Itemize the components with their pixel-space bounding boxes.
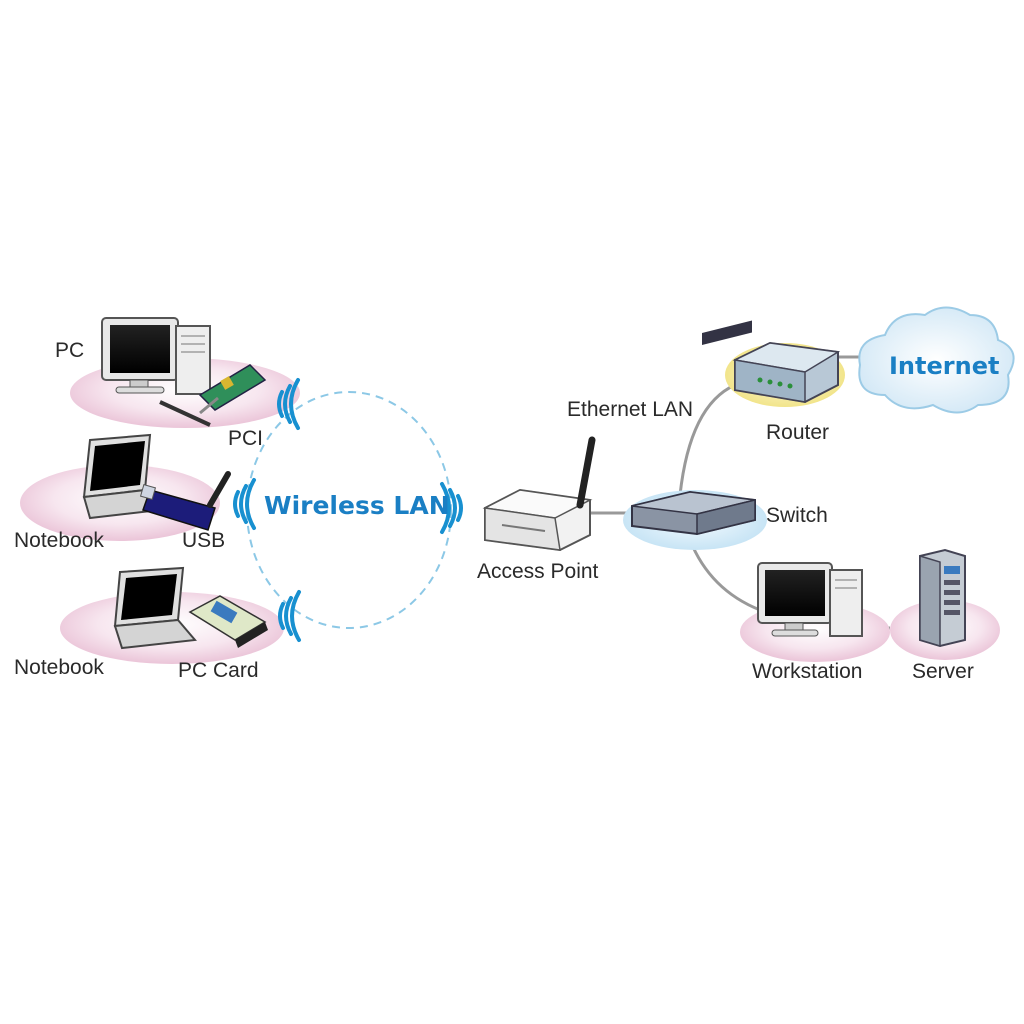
workstation-icon bbox=[757, 562, 863, 637]
switch-icon bbox=[623, 320, 767, 550]
server-icon bbox=[919, 548, 966, 648]
label-workstation: Workstation bbox=[752, 660, 863, 683]
pc-card-icon bbox=[188, 595, 268, 648]
cloud-icon bbox=[858, 306, 1015, 414]
router-icon bbox=[725, 341, 845, 407]
desktop-pc-icon bbox=[101, 317, 211, 395]
label-switch: Switch bbox=[766, 504, 828, 527]
signal-access-point bbox=[440, 482, 463, 534]
laptop-icon bbox=[82, 433, 162, 520]
label-wireless-lan: Wireless LAN bbox=[264, 491, 450, 520]
access-point-icon bbox=[482, 436, 596, 552]
signal-pci bbox=[277, 378, 300, 430]
notebook-usb-group bbox=[20, 433, 231, 541]
label-internet: Internet bbox=[889, 352, 1000, 380]
wireless-lan-area bbox=[246, 391, 452, 629]
pci-card-icon bbox=[159, 364, 267, 427]
label-notebook-pccard: Notebook bbox=[14, 656, 104, 679]
label-server: Server bbox=[912, 660, 974, 683]
signal-pccard bbox=[278, 590, 301, 642]
label-pc-card: PC Card bbox=[178, 659, 259, 682]
signal-usb bbox=[233, 478, 256, 530]
link-switch-workstation bbox=[688, 539, 761, 612]
laptop-icon bbox=[113, 566, 197, 650]
server-group bbox=[890, 548, 1000, 660]
usb-adapter-icon bbox=[139, 471, 231, 531]
wireless-signal-icon bbox=[233, 378, 463, 642]
label-access-point: Access Point bbox=[477, 560, 599, 583]
notebook-pccard-group bbox=[60, 566, 284, 664]
label-ethernet-lan: Ethernet LAN bbox=[567, 398, 694, 421]
label-pci: PCI bbox=[228, 427, 264, 450]
label-usb: USB bbox=[182, 529, 226, 552]
label-notebook-usb: Notebook bbox=[14, 529, 104, 552]
workstation-group bbox=[740, 562, 890, 662]
pc-group bbox=[70, 317, 300, 428]
link-switch-router bbox=[678, 383, 736, 496]
label-router: Router bbox=[766, 421, 830, 444]
label-pc: PC bbox=[55, 339, 85, 362]
